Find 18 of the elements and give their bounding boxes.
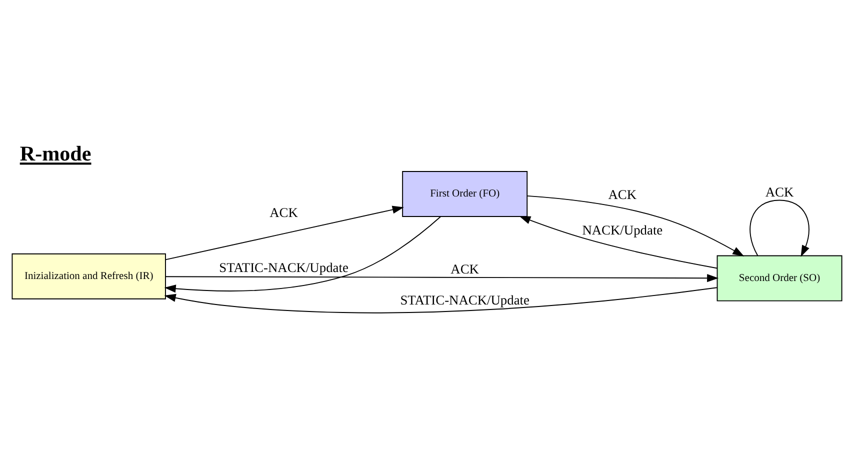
node-box: Inizialization and Refresh (IR) (12, 253, 166, 300)
edge-label: STATIC-NACK/Update (219, 260, 348, 275)
arrow (165, 274, 719, 282)
arrow (165, 206, 404, 260)
edge-label: ACK (450, 262, 479, 277)
node-box: Second Order (SO) (716, 255, 842, 302)
edge-label: ACK (608, 186, 637, 202)
diagram-title: R-mode (20, 142, 92, 166)
edge-label: STATIC-NACK/Update (400, 292, 530, 308)
arrow (526, 195, 744, 256)
arrow (750, 200, 810, 257)
arrow (164, 287, 718, 314)
edge-label: ACK (765, 184, 794, 200)
node-box: First Order (FO) (402, 171, 528, 217)
edge-label: ACK (270, 205, 298, 220)
arrow (164, 216, 442, 293)
arrow (519, 216, 718, 269)
edge-label: NACK/Update (582, 222, 663, 238)
